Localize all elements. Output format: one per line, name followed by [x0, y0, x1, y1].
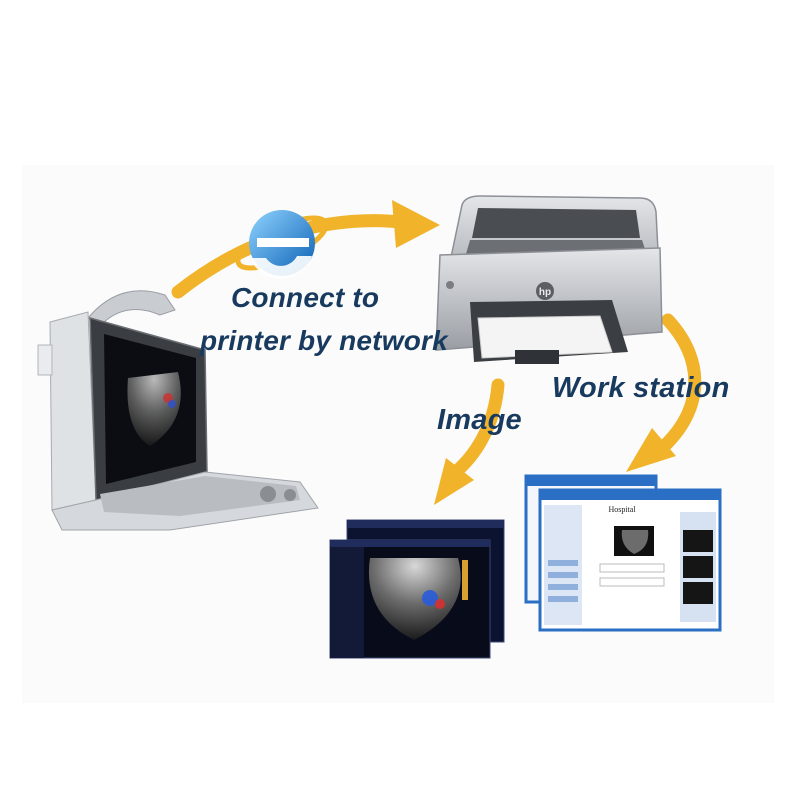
label-work-station: Work station	[552, 372, 730, 404]
report-title: Hospital	[608, 505, 636, 514]
label-connect-to: Connect to	[231, 282, 380, 313]
label-printer-by-network: printer by network	[200, 325, 448, 356]
arrow-printer-to-image	[434, 378, 505, 505]
svg-text:hp: hp	[539, 287, 551, 298]
ultrasound-image-icon	[329, 519, 505, 659]
ultrasound-machine-icon	[37, 290, 319, 531]
arrow-printer-to-workstation	[626, 313, 702, 472]
label-image: Image	[437, 404, 522, 436]
workstation-screen-icon: Hospital	[524, 474, 722, 632]
internet-explorer-icon	[235, 210, 329, 279]
printer-icon: hp	[435, 195, 663, 364]
